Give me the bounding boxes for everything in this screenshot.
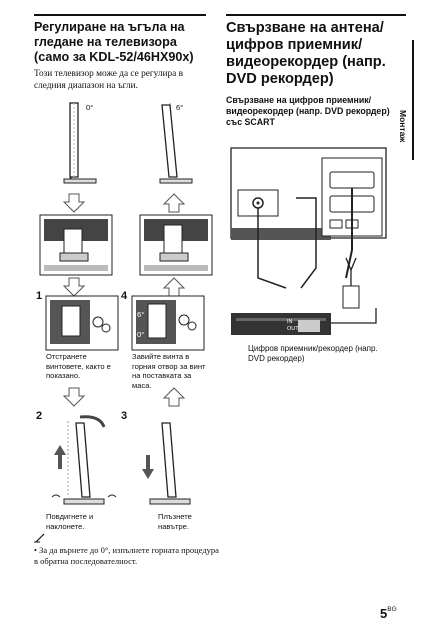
step-2-illustration: [51, 415, 117, 505]
section-heading-viewing-angle: Регулиране на ъгъла на гледане на телеви…: [34, 20, 194, 64]
step-1-illustration: [45, 295, 119, 351]
pencil-note-icon: [34, 533, 45, 543]
page-number: 5BG: [380, 606, 397, 621]
step-3-caption: Плъзнете навътре.: [158, 512, 192, 531]
arrow-up-icon: [162, 193, 186, 213]
angle-label-0: 0°: [86, 103, 94, 112]
step-2-caption: Повдигнете и наклонете.: [46, 512, 94, 531]
tv-side-view-0deg: [63, 102, 97, 184]
recorder-port-in: IN: [287, 319, 293, 325]
intro-paragraph: Този телевизор може да се регулира в сле…: [34, 69, 184, 91]
recorder-port-out: OUT: [287, 326, 299, 332]
page-number-suffix: BG: [387, 606, 397, 613]
arrow-down-icon: [62, 193, 86, 213]
step-4-illustration: [131, 295, 205, 351]
step-1-caption: Отстранете винтовете, както е показано.: [46, 352, 111, 380]
note-text-content: За да върнете до 0°, изпълнете горната п…: [34, 545, 219, 566]
stand-detail-box-left: [39, 214, 113, 276]
step-number-3: 3: [121, 410, 128, 422]
arrow-down-icon: [62, 277, 86, 297]
arrow-up-icon: [162, 277, 186, 297]
arrow-down-icon: [62, 387, 86, 407]
step-4-label-6deg: 6°: [137, 310, 145, 319]
step-3-illustration: [142, 422, 191, 505]
step-number-4: 4: [121, 290, 128, 302]
tv-side-view-6deg: [159, 103, 193, 184]
device-caption: Цифров приемник/рекордер (напр. DVD реко…: [248, 344, 378, 363]
scart-connection-diagram: [230, 147, 387, 335]
page-number-value: 5: [380, 606, 388, 621]
angle-label-6: 6°: [176, 103, 184, 112]
step-number-1: 1: [36, 290, 43, 302]
arrow-up-icon: [162, 387, 186, 407]
side-tab: Монтаж: [398, 40, 432, 160]
section-heading-connection: Свързване на антена/ цифров приемник/ ви…: [226, 20, 386, 87]
step-4-caption: Завийте винта в горния отвор за винт на …: [132, 352, 206, 390]
step-4-label-0deg: 0°: [137, 330, 145, 339]
step-number-2: 2: [36, 410, 43, 422]
stand-detail-box-right: [139, 214, 213, 276]
subheading-scart: Свързване на цифров приемник/ видеорекор…: [226, 95, 390, 127]
note-text: • За да върнете до 0°, изпълнете горната…: [34, 545, 219, 566]
